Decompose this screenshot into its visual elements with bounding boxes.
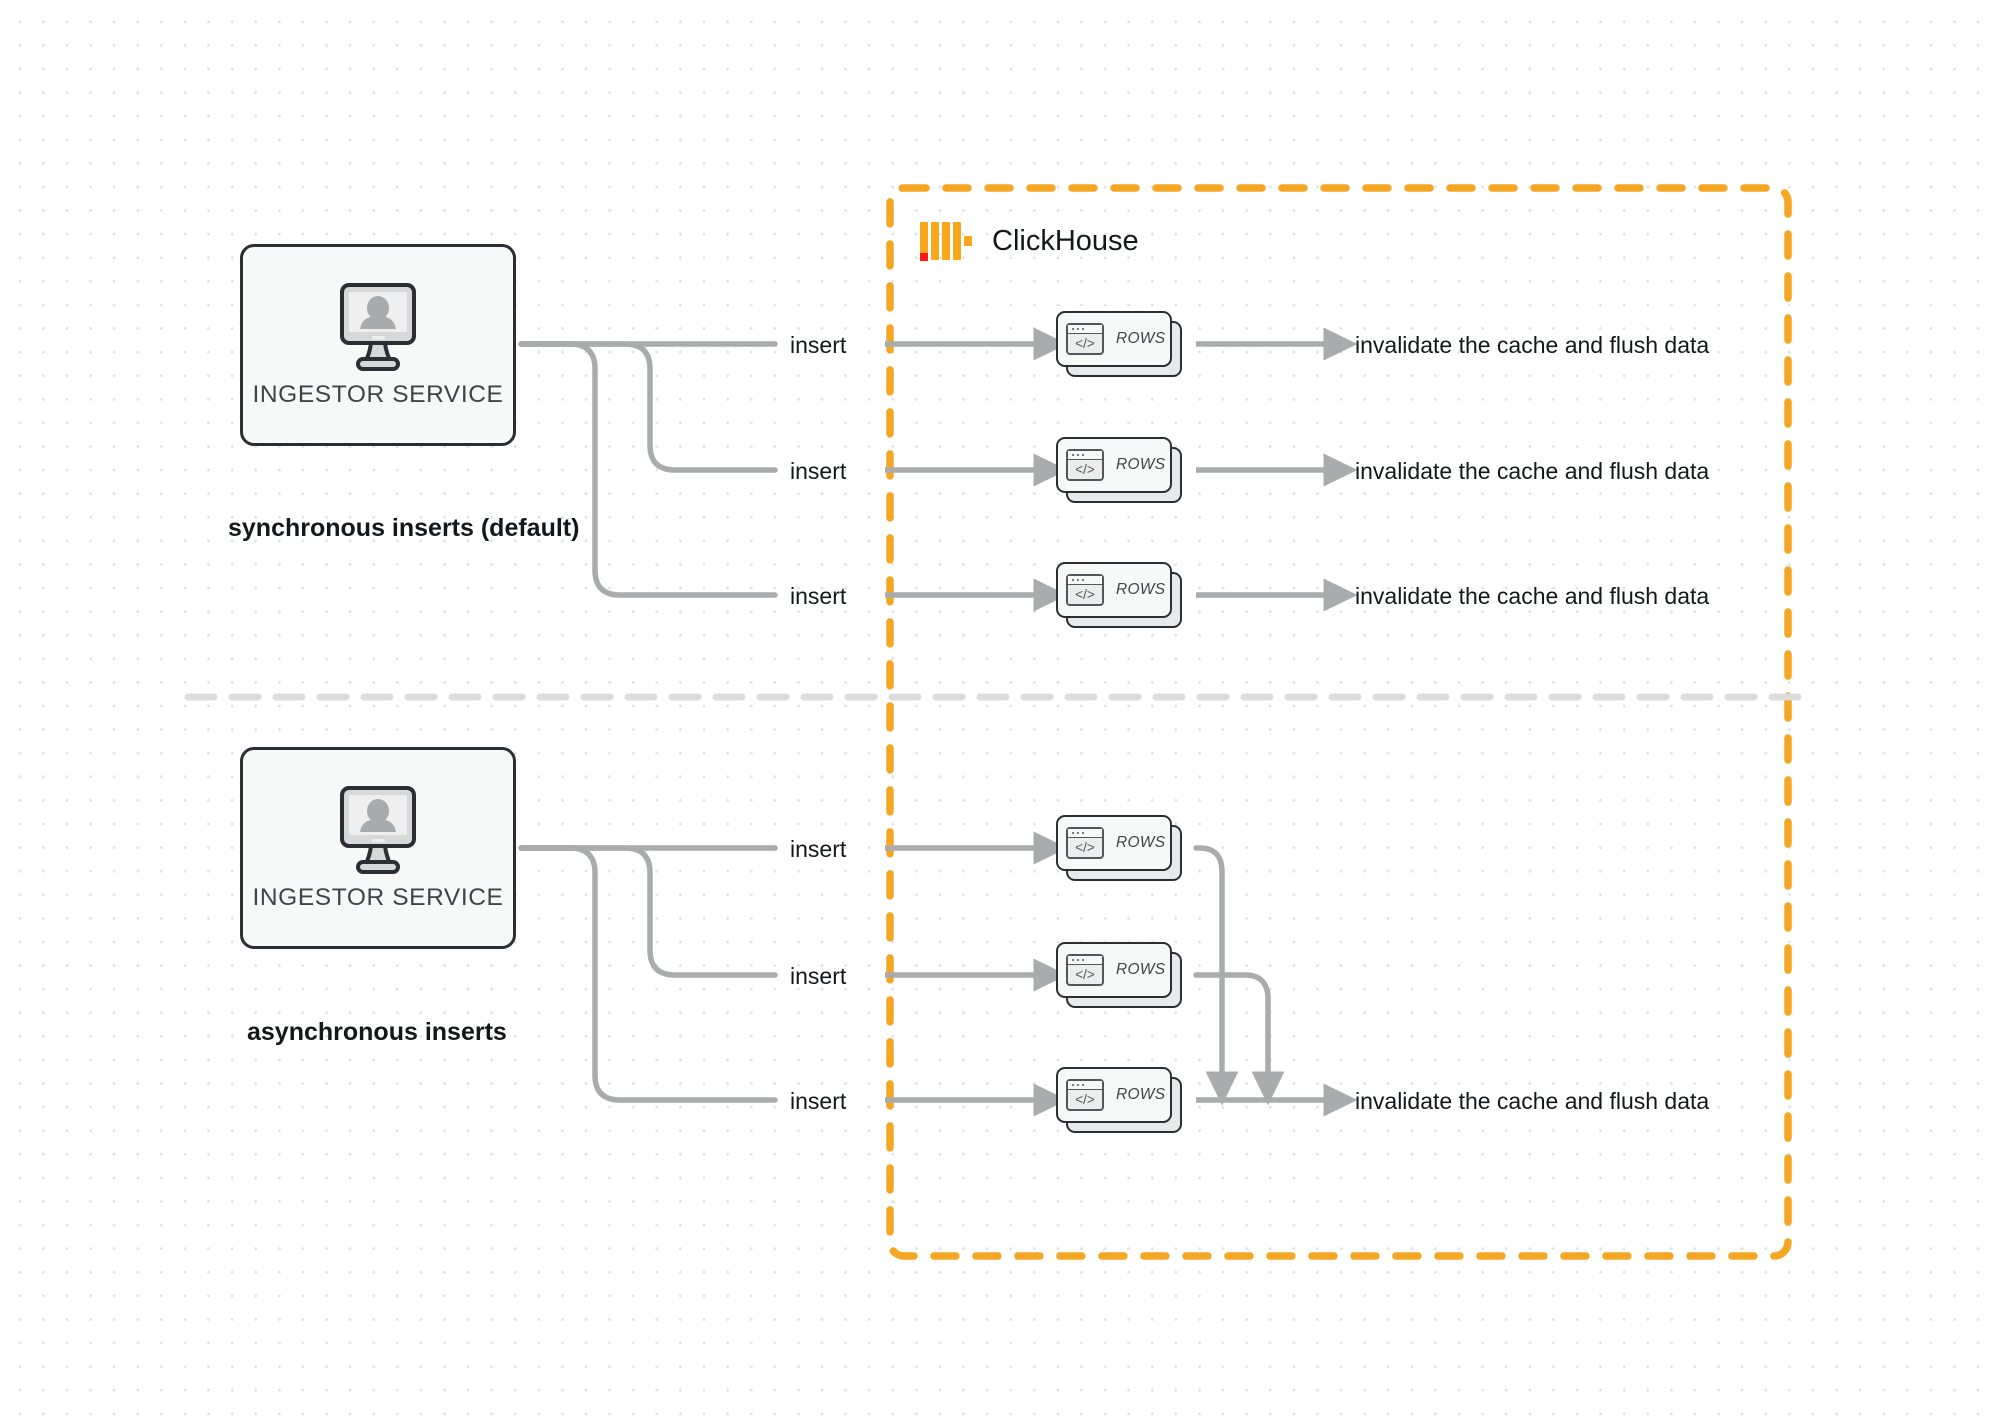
rows-card-label: ROWS [1116,961,1166,978]
code-glyph: </> [1075,1091,1095,1107]
rows-card-sync-3[interactable]: </> ROWS [1056,562,1182,628]
insert-label-async-2: insert [790,963,847,989]
async-merge-connectors [1193,845,1358,1117]
result-label-sync-3: invalidate the cache and flush data [1355,583,1710,609]
monitor-user-icon [324,281,432,373]
insert-label-sync-2: insert [790,458,847,484]
insert-label-async-3: insert [790,1088,847,1114]
code-glyph: </> [1075,586,1095,602]
code-window-icon: </> [1066,827,1104,859]
code-window-icon: </> [1066,574,1104,606]
rows-card-front: </> ROWS [1056,562,1172,618]
rows-card-label: ROWS [1116,581,1166,598]
result-label-sync-1: invalidate the cache and flush data [1355,332,1710,358]
rows-card-async-2[interactable]: </> ROWS [1056,942,1182,1008]
sync-insert-arrows [885,327,1068,612]
code-glyph: </> [1075,461,1095,477]
ingestor-service-label: INGESTOR SERVICE [252,381,504,408]
rows-card-front: </> ROWS [1056,815,1172,871]
clickhouse-logo-icon [920,222,972,261]
insert-label-sync-1: insert [790,332,847,358]
rows-card-label: ROWS [1116,834,1166,851]
insert-label-sync-3: insert [790,583,847,609]
sync-result-arrows [1196,327,1358,612]
async-connectors [518,845,778,1103]
rows-card-async-1[interactable]: </> ROWS [1056,815,1182,881]
rows-card-sync-1[interactable]: </> ROWS [1056,311,1182,377]
code-glyph: </> [1075,335,1095,351]
clickhouse-brand: ClickHouse [920,222,1139,261]
code-window-icon: </> [1066,1079,1104,1111]
code-window-icon: </> [1066,323,1104,355]
section-caption-asynchronous: asynchronous inserts [247,1018,507,1046]
rows-card-sync-2[interactable]: </> ROWS [1056,437,1182,503]
rows-card-label: ROWS [1116,456,1166,473]
section-caption-synchronous: synchronous inserts (default) [228,514,580,542]
rows-card-front: </> ROWS [1056,942,1172,998]
result-label-async-merged: invalidate the cache and flush data [1355,1088,1710,1114]
insert-label-async-1: insert [790,836,847,862]
monitor-user-icon [324,784,432,876]
rows-card-async-3[interactable]: </> ROWS [1056,1067,1182,1133]
result-label-sync-2: invalidate the cache and flush data [1355,458,1710,484]
clickhouse-label: ClickHouse [992,224,1139,257]
ingestor-service-sync[interactable]: INGESTOR SERVICE [240,244,516,446]
code-glyph: </> [1075,839,1095,855]
code-glyph: </> [1075,966,1095,982]
clickhouse-logo-accent [920,253,928,261]
sync-connectors [518,341,778,598]
ingestor-service-label: INGESTOR SERVICE [252,884,504,911]
code-window-icon: </> [1066,954,1104,986]
rows-card-front: </> ROWS [1056,437,1172,493]
code-window-icon: </> [1066,449,1104,481]
ingestor-service-async[interactable]: INGESTOR SERVICE [240,747,516,949]
rows-card-label: ROWS [1116,1086,1166,1103]
rows-card-front: </> ROWS [1056,1067,1172,1123]
rows-card-label: ROWS [1116,330,1166,347]
async-insert-arrows [885,831,1068,1117]
rows-card-front: </> ROWS [1056,311,1172,367]
